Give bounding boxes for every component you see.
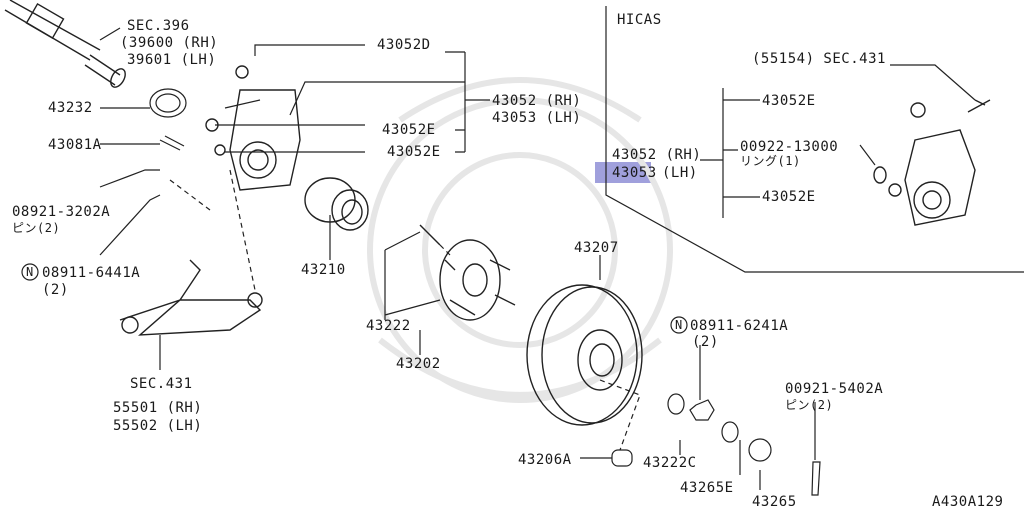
label-hicas-43052-rh[interactable]: 43052 (RH) (612, 147, 702, 163)
label-43207[interactable]: 43207 (574, 240, 619, 256)
label-08911-6441a[interactable]: 08911-6441A (42, 265, 141, 281)
hub-assembly-drawing (419, 224, 516, 321)
label-43265e[interactable]: 43265E (680, 480, 734, 496)
label-hicas-00922-13000[interactable]: 00922-13000 (740, 139, 839, 155)
label-43210[interactable]: 43210 (301, 262, 346, 278)
label-hicas-ring-qty: リング(1) (740, 154, 801, 168)
label-43053-lh[interactable]: 43053 (LH) (492, 110, 582, 126)
label-43265[interactable]: 43265 (752, 494, 797, 510)
label-hicas-43053[interactable]: 43053 (612, 165, 657, 181)
lower-arm-drawing (119, 259, 263, 336)
n-marker-letter-2: N (675, 318, 683, 332)
nut-08911-drawing (689, 399, 715, 421)
label-43232[interactable]: 43232 (48, 100, 93, 116)
label-pin-qty-1: ピン(2) (12, 221, 61, 235)
label-sec431[interactable]: SEC.431 (130, 376, 193, 392)
label-hicas-43053-lh: (LH) (662, 165, 698, 181)
label-55501[interactable]: 55501 (RH) (113, 400, 203, 416)
label-43052d[interactable]: 43052D (377, 37, 431, 53)
label-39600[interactable]: (39600 (RH) (120, 35, 219, 51)
label-43081a[interactable]: 43081A (48, 137, 102, 153)
label-08911-6241a-qty: (2) (692, 334, 719, 350)
washer-43222c-drawing (667, 393, 685, 415)
washer-43265e-drawing (721, 421, 739, 443)
n-marker-letter-1: N (26, 265, 34, 279)
label-43206a[interactable]: 43206A (518, 452, 572, 468)
label-43222c[interactable]: 43222C (643, 455, 697, 471)
bushing-43206a-drawing (611, 449, 633, 467)
knuckle-drawing (205, 65, 301, 191)
label-55502[interactable]: 55502 (LH) (113, 418, 203, 434)
label-43052-rh[interactable]: 43052 (RH) (492, 93, 582, 109)
nut-43265-drawing (748, 438, 772, 462)
label-43052e-1[interactable]: 43052E (382, 122, 436, 138)
oil-seal-drawing (149, 88, 187, 118)
label-hicas-sec431[interactable]: (55154) SEC.431 (752, 51, 886, 67)
label-08911-6241a[interactable]: 08911-6241A (690, 318, 789, 334)
n-marker-2 (670, 316, 688, 334)
label-43202[interactable]: 43202 (396, 356, 441, 372)
cotter-pin-drawing (811, 461, 821, 496)
label-43222[interactable]: 43222 (366, 318, 411, 334)
label-00921-5402a[interactable]: 00921-5402A (785, 381, 884, 397)
label-08921-3202a[interactable]: 08921-3202A (12, 204, 111, 220)
hicas-title: HICAS (617, 12, 662, 28)
hicas-frame (605, 6, 1024, 273)
label-39601[interactable]: 39601 (LH) (127, 52, 217, 68)
hub-bearing-drawing (304, 177, 369, 231)
bolt-drawing (159, 135, 185, 151)
n-marker-1 (21, 263, 39, 281)
label-08911-6441a-qty: (2) (42, 282, 69, 298)
label-43052e-2[interactable]: 43052E (387, 144, 441, 160)
label-hicas-43052e-1[interactable]: 43052E (762, 93, 816, 109)
brake-rotor-drawing (526, 284, 643, 426)
drive-shaft-drawing (4, 0, 126, 88)
label-hicas-43052e-2[interactable]: 43052E (762, 189, 816, 205)
label-pin-qty-2: ピン(2) (785, 398, 834, 412)
hicas-knuckle-drawing (873, 99, 991, 226)
figure-code: A430A129 (932, 494, 1004, 510)
label-sec396[interactable]: SEC.396 (127, 18, 190, 34)
highlighted-part-box[interactable] (595, 162, 651, 183)
watermark-emblem (367, 77, 673, 403)
